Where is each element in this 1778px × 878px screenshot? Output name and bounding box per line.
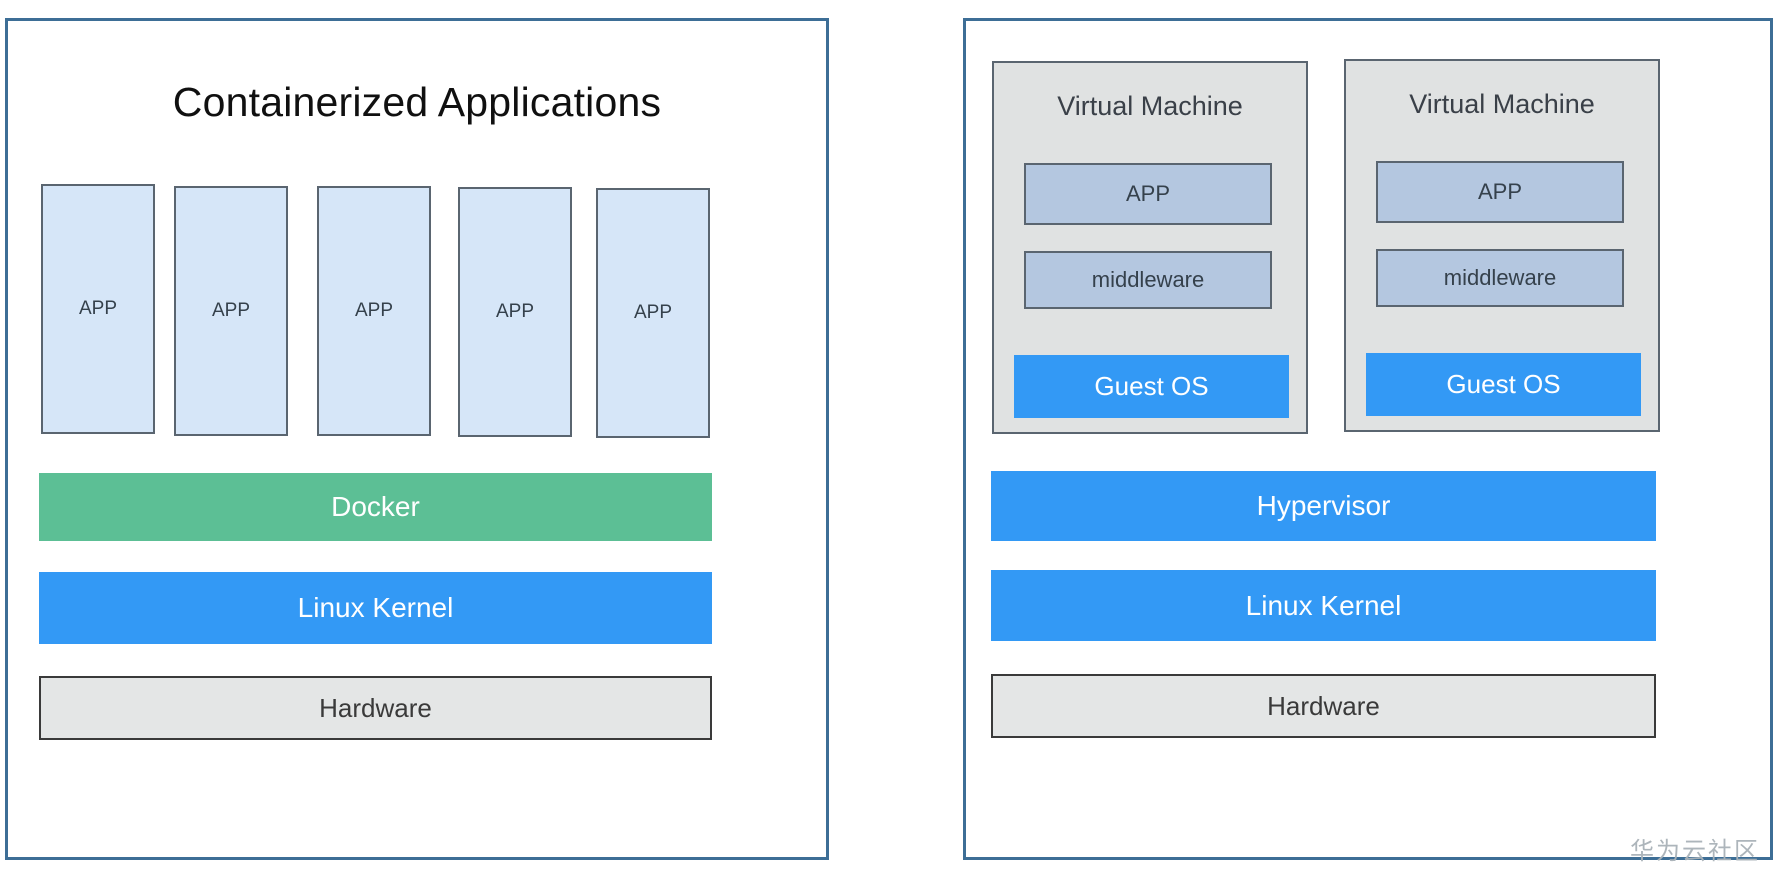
hardware-layer: Hardware	[991, 674, 1656, 738]
vm-app-box: APP	[1024, 163, 1272, 225]
virtual-machine-title: Virtual Machine	[1409, 89, 1595, 119]
hypervisor-layer-label: Hypervisor	[1256, 490, 1391, 521]
app-column-3: APP	[317, 186, 431, 436]
hardware-layer: Hardware	[39, 676, 712, 740]
app-column-label: APP	[495, 301, 535, 322]
vm-middleware-label: middleware	[1443, 265, 1557, 290]
app-column-label: APP	[354, 300, 394, 321]
virtual-machine-title: Virtual Machine	[1057, 91, 1243, 121]
app-column-1: APP	[41, 184, 155, 434]
virtual-machine-1: Virtual Machine APP middleware Guest OS	[992, 61, 1308, 434]
vm-middleware-box: middleware	[1376, 249, 1624, 307]
hypervisor-layer: Hypervisor	[991, 471, 1656, 541]
app-column-label: APP	[633, 302, 673, 323]
vm-app-label: APP	[1477, 179, 1523, 204]
vm-middleware-box: middleware	[1024, 251, 1272, 309]
vm-guest-os-label: Guest OS	[1446, 369, 1561, 399]
hardware-layer-label: Hardware	[319, 692, 432, 723]
linux-kernel-layer-label: Linux Kernel	[297, 592, 454, 623]
linux-kernel-layer: Linux Kernel	[39, 572, 712, 644]
docker-layer-label: Docker	[331, 491, 420, 522]
vm-middleware-label: middleware	[1091, 267, 1205, 292]
page-title: Containerized Applications	[172, 79, 662, 125]
vm-guest-os-label: Guest OS	[1094, 371, 1209, 401]
docker-layer: Docker	[39, 473, 712, 541]
app-column-5: APP	[596, 188, 710, 438]
vm-guest-os-box: Guest OS	[1014, 355, 1289, 418]
vm-app-label: APP	[1125, 181, 1171, 206]
app-column-label: APP	[211, 300, 251, 321]
vm-guest-os-box: Guest OS	[1366, 353, 1641, 416]
app-column-label: APP	[78, 298, 118, 319]
linux-kernel-layer: Linux Kernel	[991, 570, 1656, 641]
linux-kernel-layer-label: Linux Kernel	[1245, 589, 1402, 621]
watermark: 华为云社区	[1630, 837, 1760, 865]
vm-app-box: APP	[1376, 161, 1624, 223]
app-column-4: APP	[458, 187, 572, 437]
app-column-2: APP	[174, 186, 288, 436]
hardware-layer-label: Hardware	[1267, 690, 1380, 721]
virtual-machine-2: Virtual Machine APP middleware Guest OS	[1344, 59, 1660, 432]
vm-architecture-panel: Virtual Machine APP middleware Guest OS …	[963, 18, 1773, 860]
container-architecture-panel: Containerized Applications APP APP APP A…	[5, 18, 829, 860]
